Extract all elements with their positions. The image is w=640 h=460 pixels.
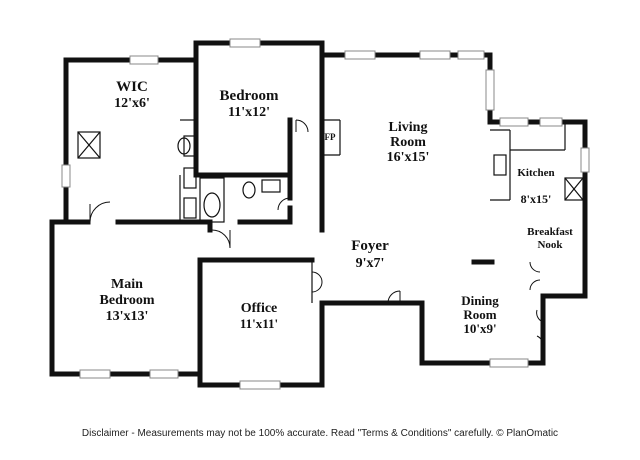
wic-dims: 12'x6' (114, 96, 150, 111)
dining-dims: 10'x9' (463, 321, 496, 336)
dining-name-line2: Room (463, 307, 496, 322)
kitchen-dims: 8'x15' (521, 192, 552, 206)
disclaimer-text: Disclaimer - Measurements may not be 100… (81, 428, 559, 439)
windows (61, 38, 590, 390)
main-bedroom-name-line1: Main (111, 277, 143, 292)
wic-name: WIC (116, 79, 148, 95)
interior-lines (77, 119, 584, 303)
dining-name-line1: Dining (461, 293, 499, 308)
fireplace-label: FP (325, 132, 336, 142)
living-name-line1: Living (389, 120, 428, 135)
office-name: Office (241, 301, 278, 316)
living-dims: 16'x15' (387, 150, 430, 165)
bedroom-dims: 11'x12' (228, 105, 270, 120)
living-name-line2: Room (390, 135, 426, 150)
foyer-name: Foyer (351, 238, 389, 254)
kitchen-name: Kitchen (517, 167, 554, 179)
doors (89, 119, 544, 347)
bedroom-name: Bedroom (220, 88, 279, 104)
main-bedroom-dims: 13'x13' (106, 309, 149, 324)
main-bedroom-name-line2: Bedroom (100, 293, 155, 308)
foyer-dims: 9'x7' (356, 256, 385, 271)
breakfast-name-line2: Nook (537, 239, 563, 251)
office-dims: 11'x11' (240, 316, 278, 331)
breakfast-name-line1: Breakfast (527, 226, 573, 238)
